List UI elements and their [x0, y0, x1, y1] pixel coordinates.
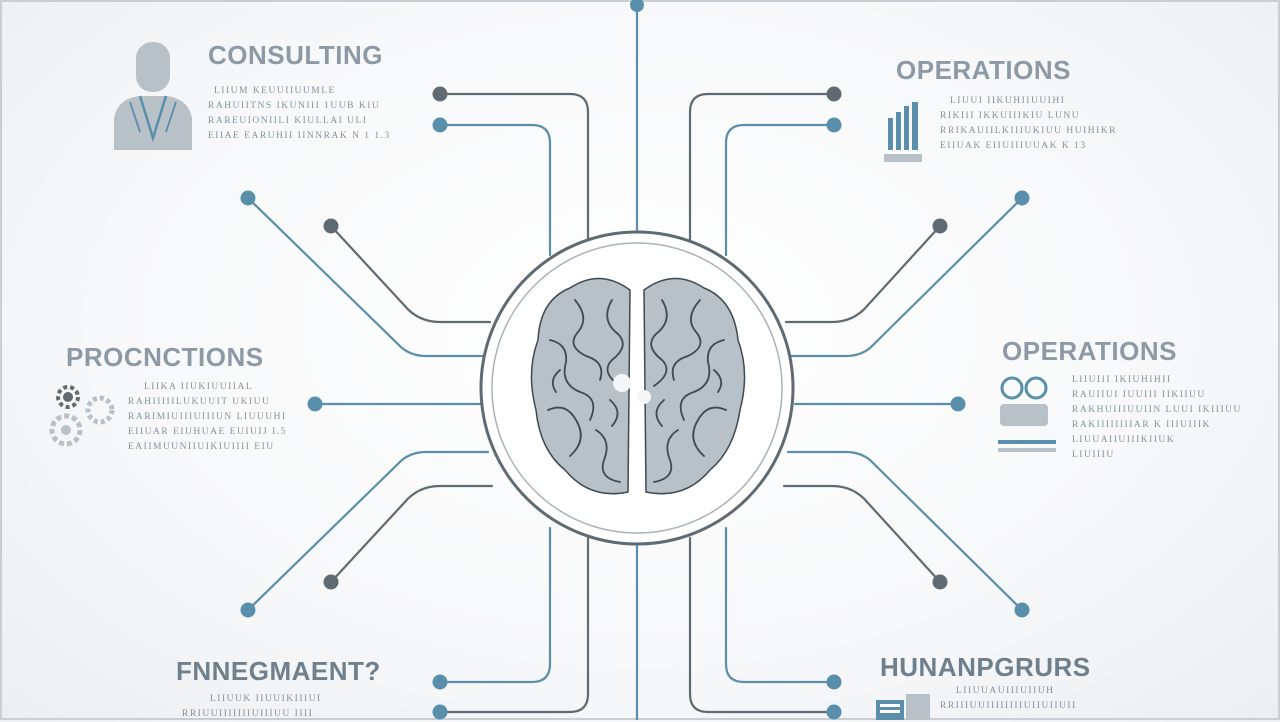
blurb-line: RAHUIITNS IKUNIII 1UUB KIU	[208, 101, 381, 111]
blurb-line: RARIMIUIIIUIIIUN LIUUUHI	[128, 412, 287, 422]
blurb-line: RAKHUIIIUUIIN LUUI IKIIIUU	[1072, 405, 1242, 415]
center-hub	[479, 230, 795, 546]
blurb-line: LIIUM KEUUIIUUMLE	[214, 86, 336, 96]
person-icon	[114, 42, 192, 150]
connector-node	[932, 218, 948, 234]
connector-node	[323, 574, 339, 590]
heading-operations-right: OPERATIONS	[1002, 336, 1177, 366]
connector-node	[630, 0, 644, 12]
heading-consulting: CONSULTING	[208, 40, 383, 70]
blurb-line: EAIIMUUNIIUIKIUIIII EIU	[128, 442, 275, 452]
connector-node	[950, 396, 966, 412]
blurb-line: EIIUAR EIUHUAE EUIUIJ I.5	[128, 427, 287, 437]
connector-node	[240, 602, 256, 618]
connector-group-top-left	[246, 92, 590, 714]
connector-node	[932, 574, 948, 590]
bar-chart-icon	[884, 102, 922, 162]
blurb-line: RAHIIIIILUKUUIT UKIUU	[128, 397, 271, 407]
blurb-line: LIUIIIU	[1072, 450, 1115, 460]
blurb-operations-top: LIUUI IIKUHIIUUIHI RIKIII IKKUIIIKIU LUN…	[940, 94, 1117, 154]
blurb-operations-right: LIIUIII IKIUHIHII RAUIIUI IUUIII IIKIIUU…	[1072, 373, 1242, 463]
connector-nodes	[240, 86, 1030, 720]
blurb-line: LIIUUAUIIIUIIUH	[956, 686, 1055, 696]
heading-human: HUNANPGRURS	[880, 652, 1091, 682]
blurb-line: RIKIII IKKUIIIKIU LUNU	[940, 111, 1081, 121]
connector-node	[323, 218, 339, 234]
blurb-line: LIIKA IIUKIUUIIAL	[144, 382, 254, 392]
blurb-line: RAUIIUI IUUIII IIKIIUU	[1072, 390, 1206, 400]
gears-icon	[49, 385, 115, 447]
connector-node	[432, 674, 448, 690]
connector-node	[826, 704, 842, 720]
connector-node	[432, 704, 448, 720]
connector-node	[826, 86, 842, 102]
blurb-procnctions: LIIKA IIUKIUUIIAL RAHIIIIILUKUUIT UKIUU …	[128, 380, 287, 455]
blurb-line: RRIUUIIIIIIIUIIIUU IIII	[182, 709, 314, 719]
blurb-line: LIUUAIIUIIIKIIUK	[1072, 435, 1176, 445]
blurb-engagement: LIIUUK IIUUIKIIIUI RRIUUIIIIIIIUIIIUU II…	[182, 692, 322, 722]
blurb-line: EIIAE EARUHII IINNRAK N 1 1.3	[208, 131, 391, 141]
connector-node	[432, 117, 448, 133]
blurb-line: RAREUIONIILI KIULLAI ULI	[208, 116, 368, 126]
document-icon	[876, 694, 930, 720]
blurb-human: LIIUUAUIIIUIIUH RRIIIUUIIIIIIIIUIIUIIUII	[940, 684, 1077, 714]
connector-node	[240, 190, 256, 206]
team-icon	[998, 376, 1056, 452]
connector-group-right	[688, 92, 1024, 714]
heading-operations-top: OPERATIONS	[896, 55, 1071, 85]
blurb-line: LIIUUK IIUUIKIIIUI	[210, 694, 322, 704]
connector-node	[432, 86, 448, 102]
connector-node	[826, 117, 842, 133]
connector-node	[1014, 602, 1030, 618]
blurb-line: RRIKAUIILKIIIUKIUU HUIHIKR	[940, 126, 1117, 136]
connector-node	[826, 674, 842, 690]
blurb-line: RRIIIUUIIIIIIIIUIIUIIUII	[940, 701, 1077, 711]
blurb-line: EIIUAK EIIUIIIUUAK K 13	[940, 141, 1087, 151]
heading-procnctions: PROCNCTIONS	[66, 342, 264, 372]
blurb-line: LIIUIII IKIUHIHII	[1072, 375, 1172, 385]
connector-node	[307, 396, 323, 412]
connector-node	[1014, 190, 1030, 206]
blurb-line: RAKIIIIIIIIAR K IIIUIIIK	[1072, 420, 1211, 430]
brain-icon	[530, 277, 746, 495]
heading-engagement: FNNEGMAENT?	[176, 656, 381, 686]
blurb-consulting: LIIUM KEUUIIUUMLE RAHUIITNS IKUNIII 1UUB…	[208, 84, 391, 144]
blurb-line: LIUUI IIKUHIIUUIHI	[950, 96, 1066, 106]
